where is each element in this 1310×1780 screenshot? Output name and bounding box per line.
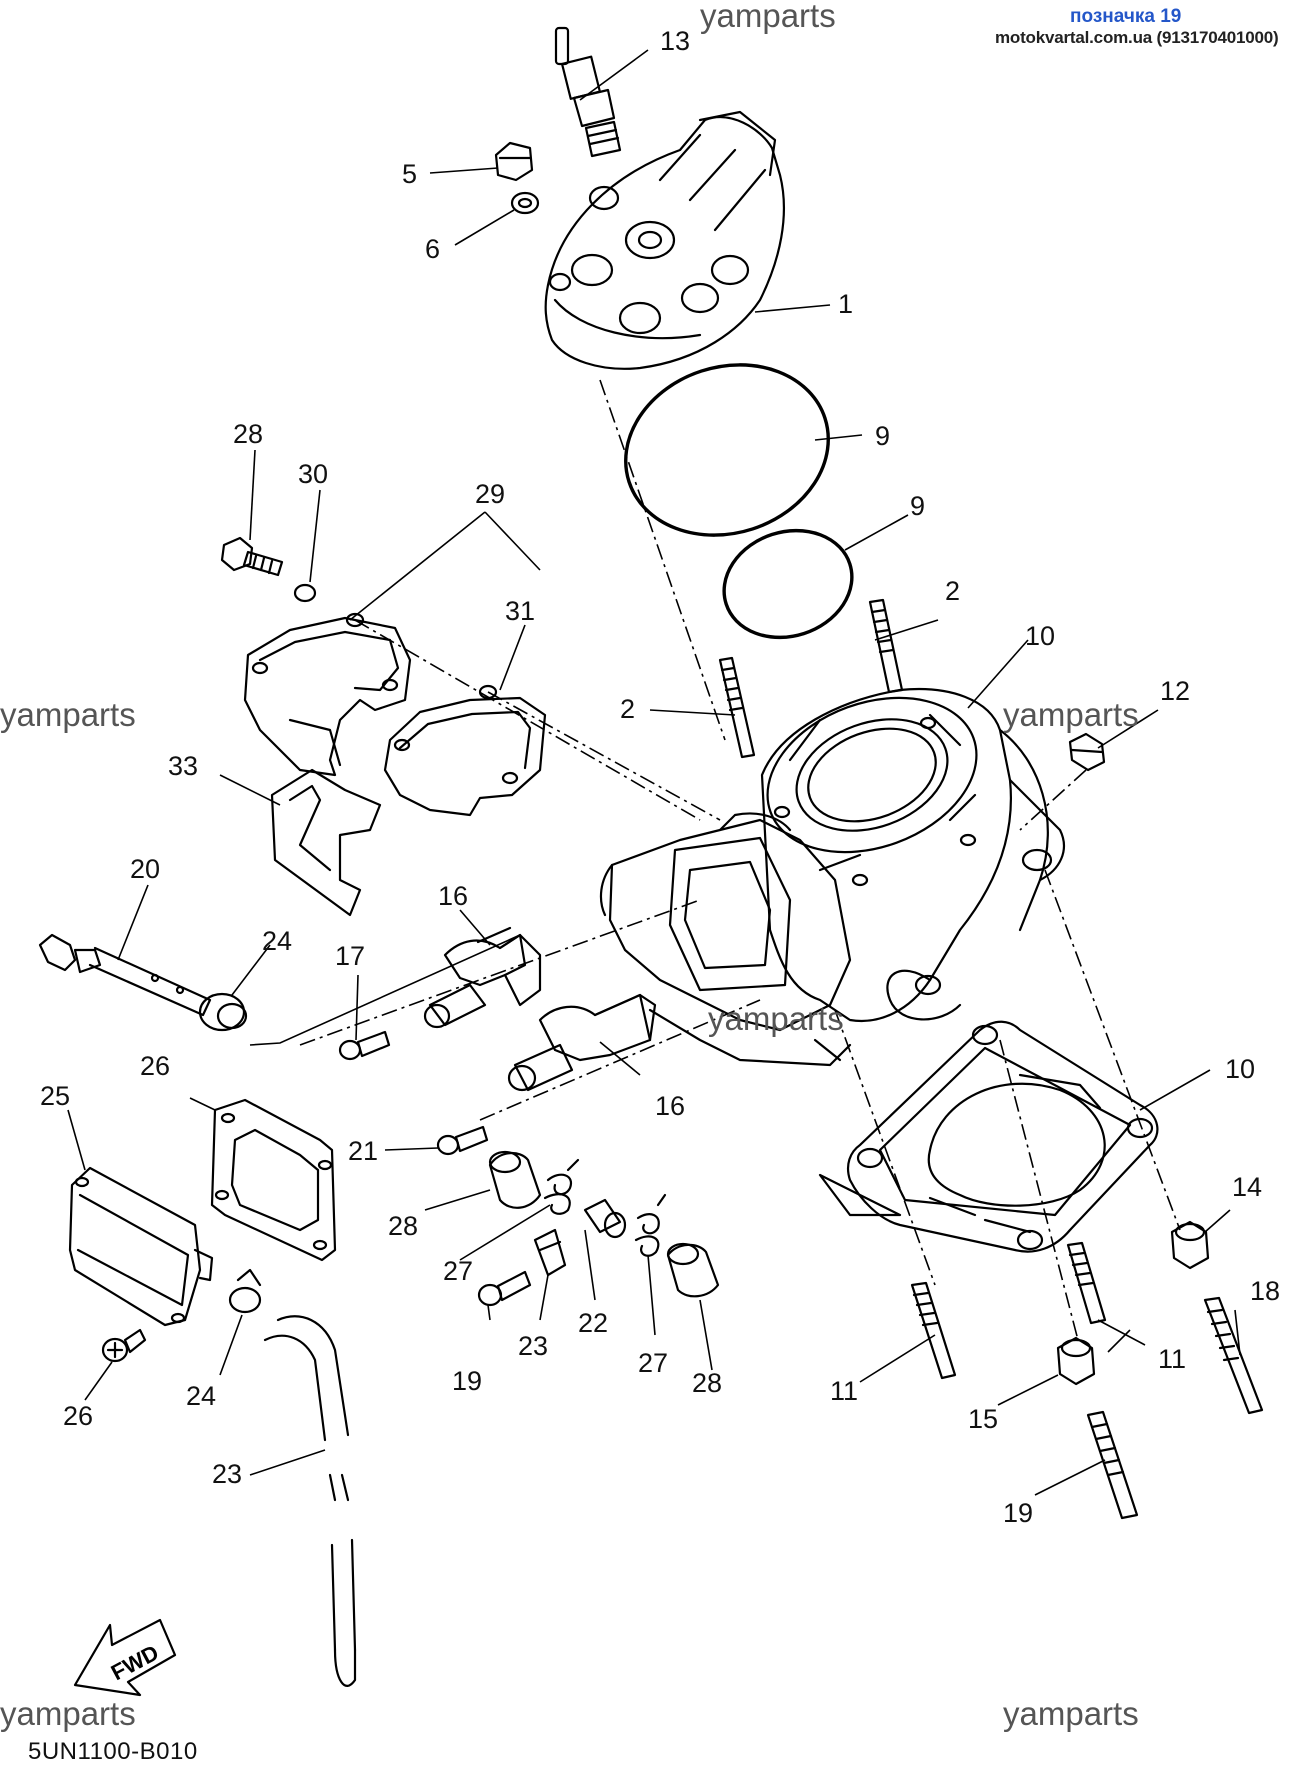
callout-11-left: 15 <box>968 1404 998 1434</box>
axis-line-valve <box>479 999 761 1121</box>
callout-22: 25 <box>40 1081 70 1111</box>
stud-lower-mid <box>1066 1241 1107 1325</box>
collar-28-left <box>488 1150 542 1209</box>
valve-part-15 <box>423 926 542 1029</box>
callout-32: 30 <box>298 459 328 489</box>
callout-27-right: 27 <box>638 1348 668 1378</box>
cover-plate-back <box>383 684 547 817</box>
axis-line-shaft <box>299 899 701 1046</box>
stud-bottom <box>1086 1410 1139 1520</box>
callout-28-left: 28 <box>388 1211 418 1241</box>
callout-19-placed: 19 <box>452 1366 482 1396</box>
callout-6: 9 <box>875 421 890 451</box>
reed-plate-22 <box>68 1166 214 1327</box>
watermark-bottom-left: yamparts <box>0 1695 136 1732</box>
hose-23 <box>263 1315 357 1687</box>
clamp-24 <box>228 1268 262 1314</box>
axis-line-stud-r <box>1044 869 1181 1231</box>
callout-16-lower: 21 <box>348 1136 378 1166</box>
callout-2-left: 2 <box>620 694 635 724</box>
callout-11-right: 14 <box>1232 1172 1262 1202</box>
callout-30: 31 <box>505 596 535 626</box>
callout-7: 10 <box>1025 621 1055 651</box>
callout-20: 23 <box>518 1331 548 1361</box>
callout-14: 16 <box>655 1091 685 1121</box>
valve-shaft <box>38 933 212 1017</box>
base-gasket <box>818 1020 1159 1253</box>
callout-8: 10 <box>1225 1054 1255 1084</box>
callout-10-right: 18 <box>1250 1276 1280 1306</box>
callout-12: 12 <box>1160 676 1190 706</box>
screw-26 <box>101 1328 147 1363</box>
bolt-31 <box>220 536 284 577</box>
callout-5: 9 <box>910 491 925 521</box>
callout-23-placed: 23 <box>212 1459 242 1489</box>
watermark-top: yamparts <box>700 0 836 34</box>
cylinder-head <box>544 110 786 370</box>
watermark-center: yamparts <box>708 1000 844 1037</box>
head-nut <box>494 141 534 182</box>
valve-part-14 <box>507 993 657 1092</box>
cylinder-block <box>599 688 1065 1067</box>
bolt-19 <box>477 1270 532 1307</box>
stud-right <box>868 598 904 694</box>
callout-25: 26 <box>140 1051 170 1081</box>
axis-line-gasket <box>999 1039 1079 1341</box>
watermark-left: yamparts <box>0 696 136 733</box>
nut-11-upper <box>1170 1220 1210 1270</box>
callout-17: 20 <box>130 854 160 884</box>
page-badge: позначка 19 <box>1070 6 1182 27</box>
watermark-bottom-right: yamparts <box>1003 1695 1139 1732</box>
collar-28-right <box>666 1242 720 1298</box>
callout-13: 13 <box>660 26 690 56</box>
watermark-right: yamparts <box>1003 696 1139 733</box>
callout-3: 5 <box>402 159 417 189</box>
callout-9-left: 11 <box>830 1376 858 1406</box>
axis-line-head <box>599 379 726 741</box>
spring-27-right <box>634 1193 667 1257</box>
callout-26-placed: 26 <box>63 1401 93 1431</box>
callout-31: 28 <box>233 419 263 449</box>
spring-27-left <box>543 1158 580 1215</box>
bushing-21 <box>198 992 248 1032</box>
nut-11-lower <box>1056 1336 1096 1386</box>
bolt-16-lower <box>436 1125 489 1156</box>
callout-1: 1 <box>838 289 853 319</box>
gasket-25 <box>210 1098 337 1262</box>
callout-33: 33 <box>168 751 198 781</box>
callout-29: 29 <box>475 479 505 509</box>
callout-4: 6 <box>425 234 440 264</box>
callout-28-right-placed: 28 <box>692 1368 722 1398</box>
axis-line-stud-l <box>834 1009 936 1286</box>
callout-15: 16 <box>438 881 468 911</box>
callout-18: 22 <box>578 1308 608 1338</box>
stud-left <box>718 656 756 759</box>
axis-line-nut12 <box>1019 769 1087 831</box>
site-caption: motokvartal.com.ua (913170401000) <box>995 28 1279 47</box>
bolt-16-upper <box>338 1030 391 1061</box>
callout-24-placed: 24 <box>186 1381 216 1411</box>
stud-lower-left <box>910 1281 957 1380</box>
fwd-arrow-icon <box>73 1618 177 1697</box>
axis-line-cover <box>354 619 701 821</box>
callout-27-left: 27 <box>443 1256 473 1286</box>
axis-line-cover2 <box>487 691 721 821</box>
callout-10-left: 19 <box>1003 1498 1033 1528</box>
guide-33 <box>270 768 382 917</box>
o-ring-large <box>624 363 830 537</box>
washer-32 <box>293 583 317 603</box>
callout-9-right: 11 <box>1158 1344 1186 1374</box>
callout-2-right: 2 <box>945 576 960 606</box>
callout-16-upper: 17 <box>335 941 365 971</box>
diagram-code: 5UN1100-B010 <box>28 1738 198 1765</box>
callout-21: 24 <box>262 926 292 956</box>
bracket-18 <box>583 1198 627 1239</box>
o-ring-small <box>722 528 854 640</box>
stud-lower-right <box>1203 1296 1264 1415</box>
spark-plug <box>554 26 622 158</box>
clip-20 <box>533 1228 567 1277</box>
head-washer <box>510 191 540 215</box>
nut-12 <box>1068 732 1106 772</box>
